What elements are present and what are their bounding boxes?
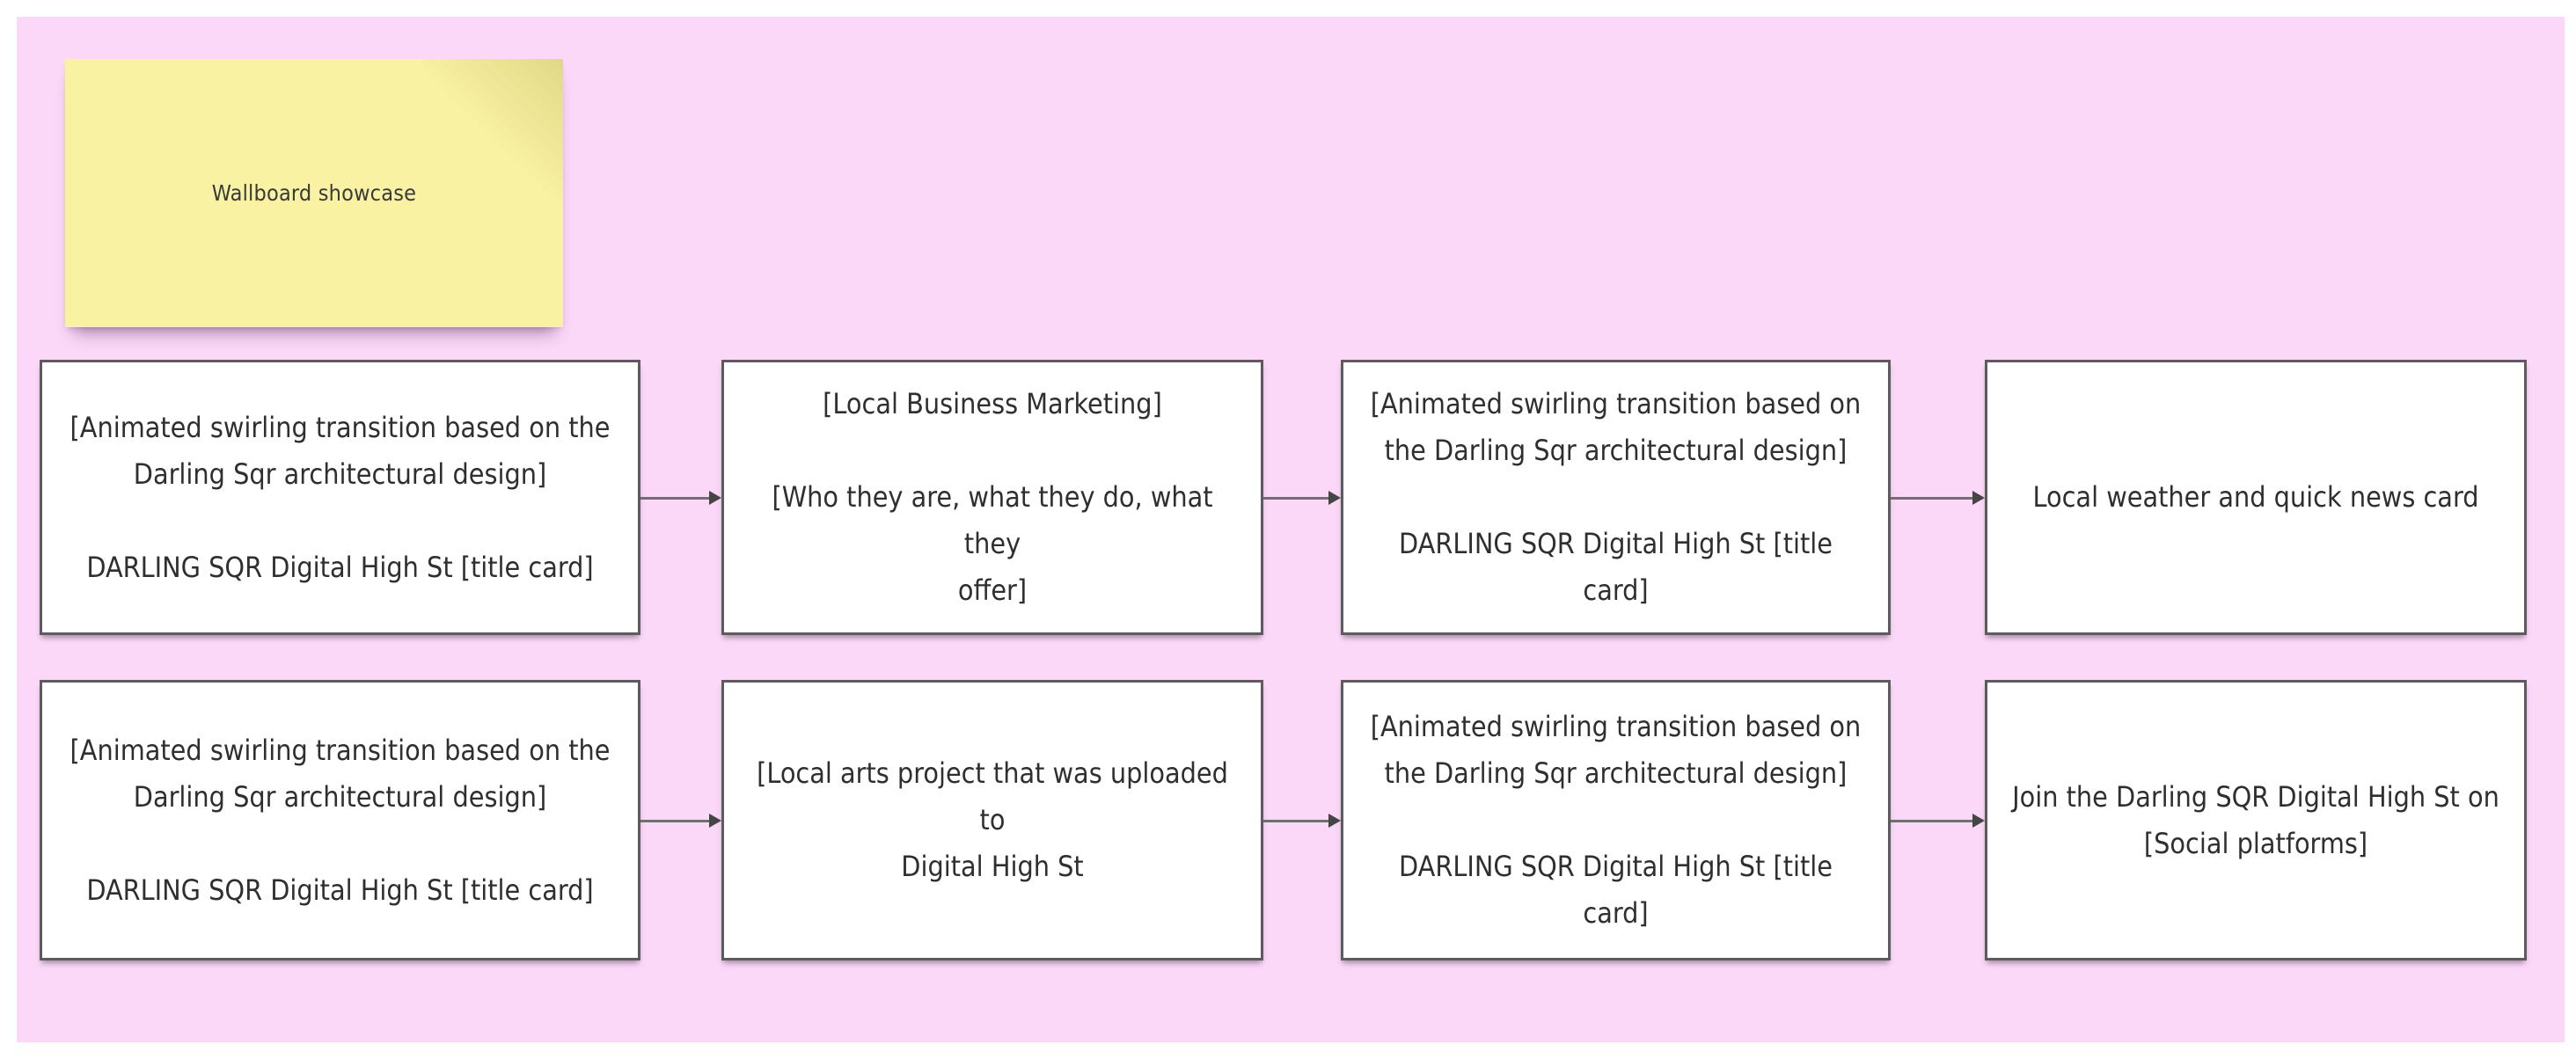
connector-line [640,819,711,822]
flow-node-text: [Local Business Marketing] [Who they are… [772,387,1213,607]
flow-node-row1-col4[interactable]: Local weather and quick news card [1985,360,2527,635]
sticky-note-fold [422,59,563,200]
flow-node-text: [Local arts project that was uploaded to… [757,756,1228,883]
connector-line [1891,496,1974,500]
flow-node-text: [Animated swirling transition based on t… [1370,387,1862,607]
flow-node-row1-col1[interactable]: [Animated swirling transition based on t… [40,360,640,635]
arrow-right-icon [709,814,721,828]
flow-connector-row1-1[interactable] [640,490,721,506]
flow-node-row2-col1[interactable]: [Animated swirling transition based on t… [40,680,640,960]
flow-connector-row2-1[interactable] [640,813,721,829]
flow-node-row2-col4[interactable]: Join the Darling SQR Digital High St on … [1985,680,2527,960]
flow-connector-row1-3[interactable] [1891,490,1985,506]
arrow-right-icon [1328,491,1341,505]
arrow-right-icon [1972,491,1985,505]
flow-node-text: [Animated swirling transition based on t… [70,410,611,584]
flow-node-text: [Animated swirling transition based on t… [1370,710,1862,930]
connector-line [640,496,711,500]
sticky-note-label: Wallboard showcase [211,180,417,206]
flow-node-row1-col2[interactable]: [Local Business Marketing] [Who they are… [721,360,1263,635]
connector-line [1263,496,1330,500]
connector-line [1263,819,1330,822]
flow-node-row2-col2[interactable]: [Local arts project that was uploaded to… [721,680,1263,960]
flow-node-row1-col3[interactable]: [Animated swirling transition based on t… [1341,360,1891,635]
arrow-right-icon [1328,814,1341,828]
flow-node-text: [Animated swirling transition based on t… [70,733,611,907]
arrow-right-icon [709,491,721,505]
flow-connector-row1-2[interactable] [1263,490,1341,506]
flow-node-row2-col3[interactable]: [Animated swirling transition based on t… [1341,680,1891,960]
flow-connector-row2-3[interactable] [1891,813,1985,829]
flow-node-text: Join the Darling SQR Digital High St on … [2012,779,2499,860]
flow-connector-row2-2[interactable] [1263,813,1341,829]
connector-line [1891,819,1974,822]
arrow-right-icon [1972,814,1985,828]
sticky-note[interactable]: Wallboard showcase [65,59,563,327]
flow-node-text: Local weather and quick news card [2032,480,2479,514]
